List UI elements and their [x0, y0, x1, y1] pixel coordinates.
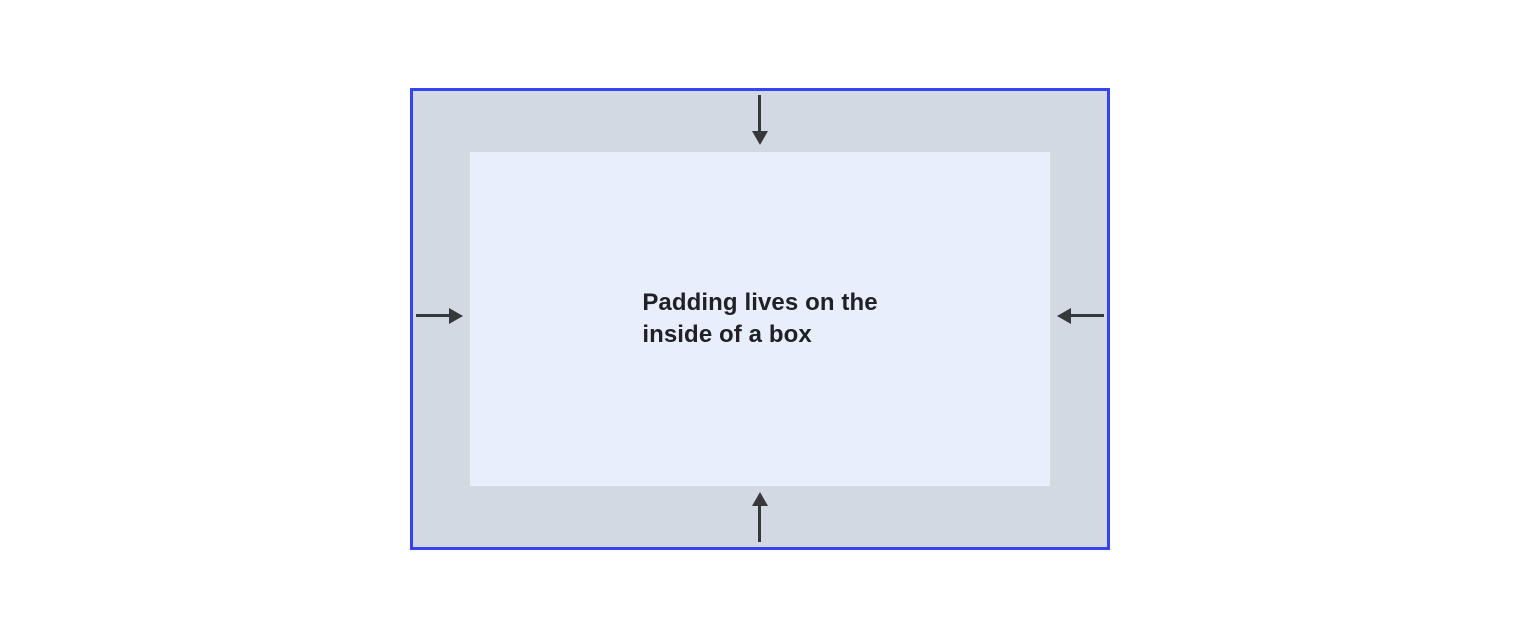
arrow-right-head: [449, 308, 463, 324]
arrow-up-head: [752, 492, 768, 506]
arrow-down-icon: [752, 95, 768, 145]
arrow-left-head: [1057, 308, 1071, 324]
arrow-up-icon: [752, 492, 768, 542]
padding-label-line2: inside of a box: [642, 321, 812, 348]
padding-label-line1: Padding lives on the: [642, 289, 878, 316]
padding-label: Padding lives on the inside of a box: [642, 287, 877, 351]
padding-box-outer: Padding lives on the inside of a box: [410, 88, 1110, 550]
arrow-right-shaft: [416, 314, 450, 317]
arrow-down-shaft: [758, 95, 761, 132]
arrow-down-head: [752, 131, 768, 145]
arrow-left-shaft: [1070, 314, 1104, 317]
arrow-right-icon: [416, 308, 463, 324]
arrow-up-shaft: [758, 505, 761, 542]
arrow-left-icon: [1057, 308, 1104, 324]
content-box-inner: Padding lives on the inside of a box: [470, 152, 1050, 486]
